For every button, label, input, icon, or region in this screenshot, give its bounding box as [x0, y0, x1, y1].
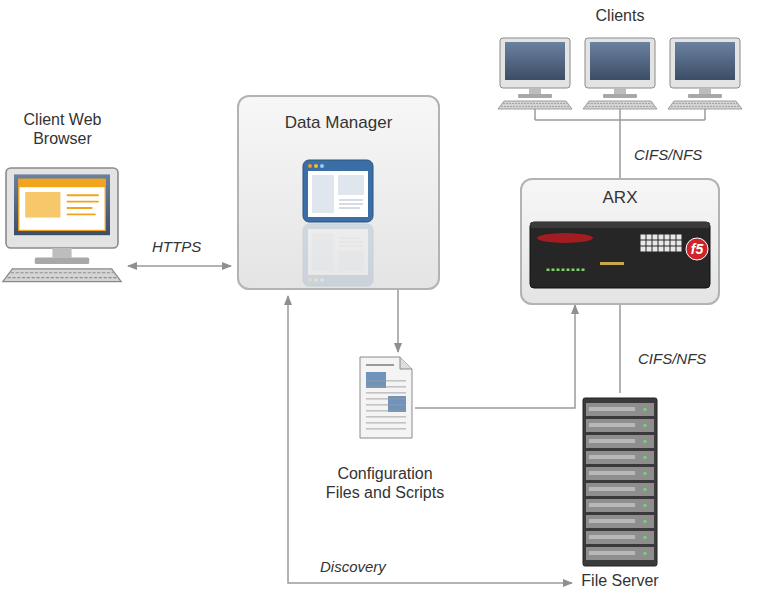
- connector: [128, 265, 231, 267]
- edge-label: CIFS/NFS: [632, 146, 704, 164]
- connector: [619, 305, 621, 393]
- process-box: Data Manager: [237, 95, 440, 290]
- logo-text: f5: [686, 240, 708, 258]
- connector: [288, 296, 572, 583]
- edge-label: CIFS/NFS: [636, 350, 708, 368]
- box-ground: [520, 178, 720, 305]
- node-label: Configuration Files and Scripts: [323, 464, 448, 502]
- browser-computer: [3, 168, 121, 282]
- edge-label: Discovery: [318, 558, 388, 576]
- box-title: ARX: [603, 188, 638, 207]
- f5-logo: [686, 238, 708, 260]
- connector: [415, 305, 575, 408]
- edge-label: HTTPS: [150, 238, 203, 256]
- connector: [397, 290, 399, 352]
- document-node: Configuration Files and Scripts: [320, 352, 450, 502]
- box-ground: [237, 95, 440, 290]
- document-icon: [360, 357, 412, 438]
- node-label: File Server: [581, 571, 658, 590]
- node-label: Client Web Browser: [15, 110, 110, 148]
- server-rack: [583, 398, 657, 566]
- browser-node: Client Web Browser: [5, 108, 120, 300]
- node-label: Clients: [596, 6, 645, 25]
- server-node: File Server: [558, 393, 682, 590]
- client-bus: [535, 109, 705, 133]
- device-box: ARX: [520, 178, 720, 305]
- arx-device: [530, 222, 710, 288]
- client-computers: [498, 38, 742, 133]
- box-title: Data Manager: [285, 113, 393, 132]
- client-group: Clients: [495, 6, 745, 133]
- data-manager-icon: [303, 160, 373, 286]
- connector: [619, 133, 621, 178]
